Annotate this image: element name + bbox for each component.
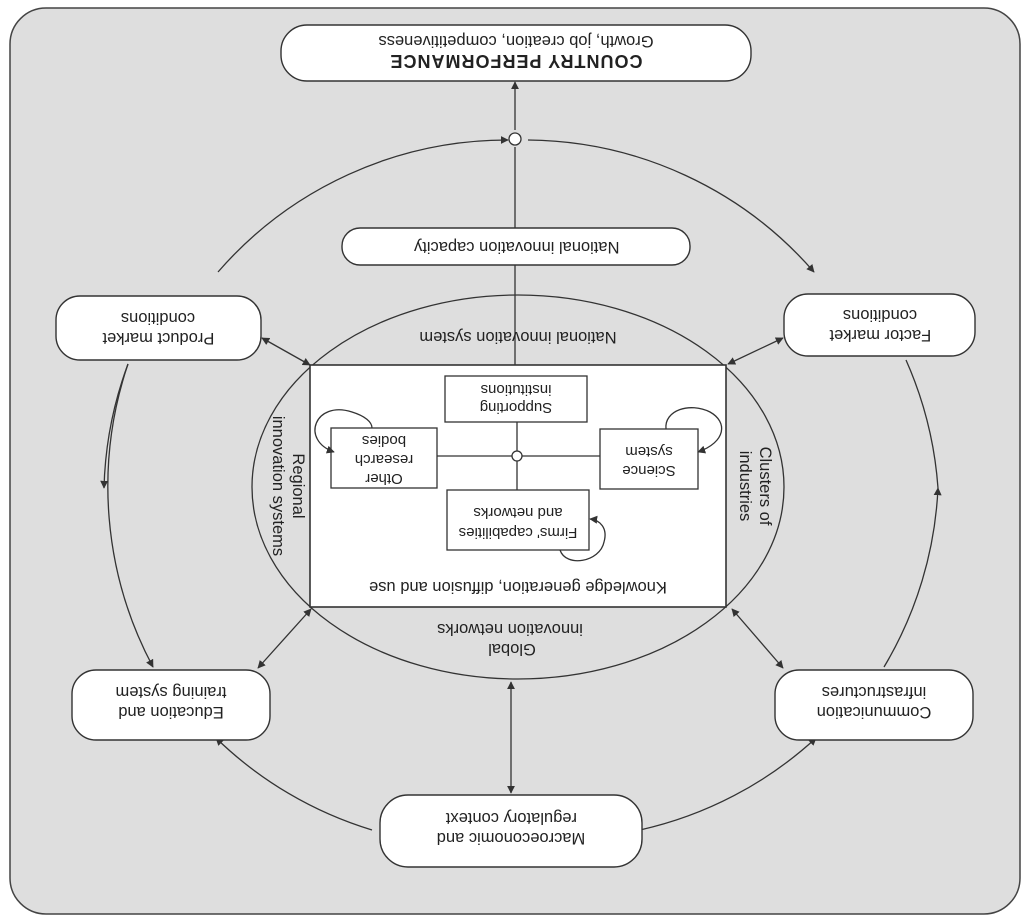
factor-market-box: Factor market conditions — [783, 293, 976, 357]
science-system-box: Science system — [599, 428, 699, 490]
other-line3: bodies — [362, 432, 406, 449]
arc-top-right — [527, 139, 815, 273]
arrow-communication — [731, 608, 784, 669]
supporting-institutions-box: Supporting institutions — [444, 375, 588, 423]
global-networks-line1: Global — [488, 640, 536, 658]
national-innovation-system-label: National innovation system — [419, 328, 616, 346]
product-market-box: Product market conditions — [55, 295, 262, 361]
junction-center — [511, 450, 523, 462]
other-research-bodies-box: Other research bodies — [330, 427, 438, 489]
arc-top-left — [217, 135, 509, 273]
education-line1: Education and — [118, 703, 224, 721]
science-line1: Science — [622, 462, 675, 479]
education-training-box: Education and training system — [71, 669, 271, 741]
communication-line2: infrastructures — [822, 683, 927, 701]
country-performance-box: COUNTRY PERFORMANCE Growth, job creation… — [280, 24, 752, 82]
knowledge-generation-label: Knowledge generation, diffusion and use — [369, 578, 667, 596]
other-research-self-loop — [314, 409, 373, 454]
regional-innovation-systems-label: Regional innovation systems — [269, 416, 307, 556]
communication-line1: Communication — [817, 703, 932, 721]
arc-right — [883, 487, 942, 668]
junction-top — [508, 132, 522, 146]
macro-line1: Macroeconomic and — [437, 829, 586, 847]
arc-right-upper — [905, 359, 939, 489]
other-line1: Other — [365, 470, 403, 487]
communication-infrastructures-box: Communication infrastructures — [774, 669, 974, 741]
arrow-factor-market — [727, 337, 784, 365]
firms-self-loop — [559, 515, 606, 562]
global-networks-line2: innovation networks — [437, 620, 583, 638]
clusters-of-industries-label: Clusters of industries — [736, 447, 774, 526]
supporting-line1: Supporting — [480, 399, 553, 416]
macroeconomic-context-box: Macroeconomic and regulatory context — [379, 794, 643, 868]
other-line2: research — [355, 451, 413, 468]
arrow-product-market — [261, 337, 311, 366]
regional-line2: innovation systems — [269, 416, 287, 556]
science-self-loop — [665, 407, 723, 454]
country-performance-subtitle: Growth, job creation, competitiveness — [378, 32, 653, 50]
arc-bottom-right — [639, 737, 817, 831]
product-market-line2: conditions — [121, 309, 195, 327]
outer-circle-arcs — [100, 135, 942, 831]
arc-left-upper — [100, 363, 129, 489]
science-line2: system — [625, 443, 673, 460]
regional-line1: Regional — [289, 453, 307, 518]
clusters-line2: industries — [736, 451, 754, 522]
product-market-line1: Product market — [102, 329, 214, 347]
clusters-line1: Clusters of — [756, 447, 774, 526]
national-innovation-capacity-box: National innovation capacity — [341, 227, 691, 266]
macro-line2: regulatory context — [445, 809, 577, 827]
supporting-line2: institutions — [481, 381, 552, 398]
firms-line1: Firms' capabilities — [459, 524, 578, 541]
factor-market-line2: conditions — [843, 306, 917, 324]
arrow-education — [257, 608, 312, 669]
education-line2: training system — [116, 683, 227, 701]
firms-line2: and networks — [473, 504, 562, 521]
arc-bottom-left — [215, 737, 373, 831]
national-innovation-capacity-label: National innovation capacity — [413, 238, 619, 256]
arc-left — [107, 363, 154, 668]
factor-market-line1: Factor market — [829, 326, 931, 344]
country-performance-title: COUNTRY PERFORMANCE — [389, 51, 642, 71]
firms-capabilities-box: Firms' capabilities and networks — [446, 489, 590, 551]
